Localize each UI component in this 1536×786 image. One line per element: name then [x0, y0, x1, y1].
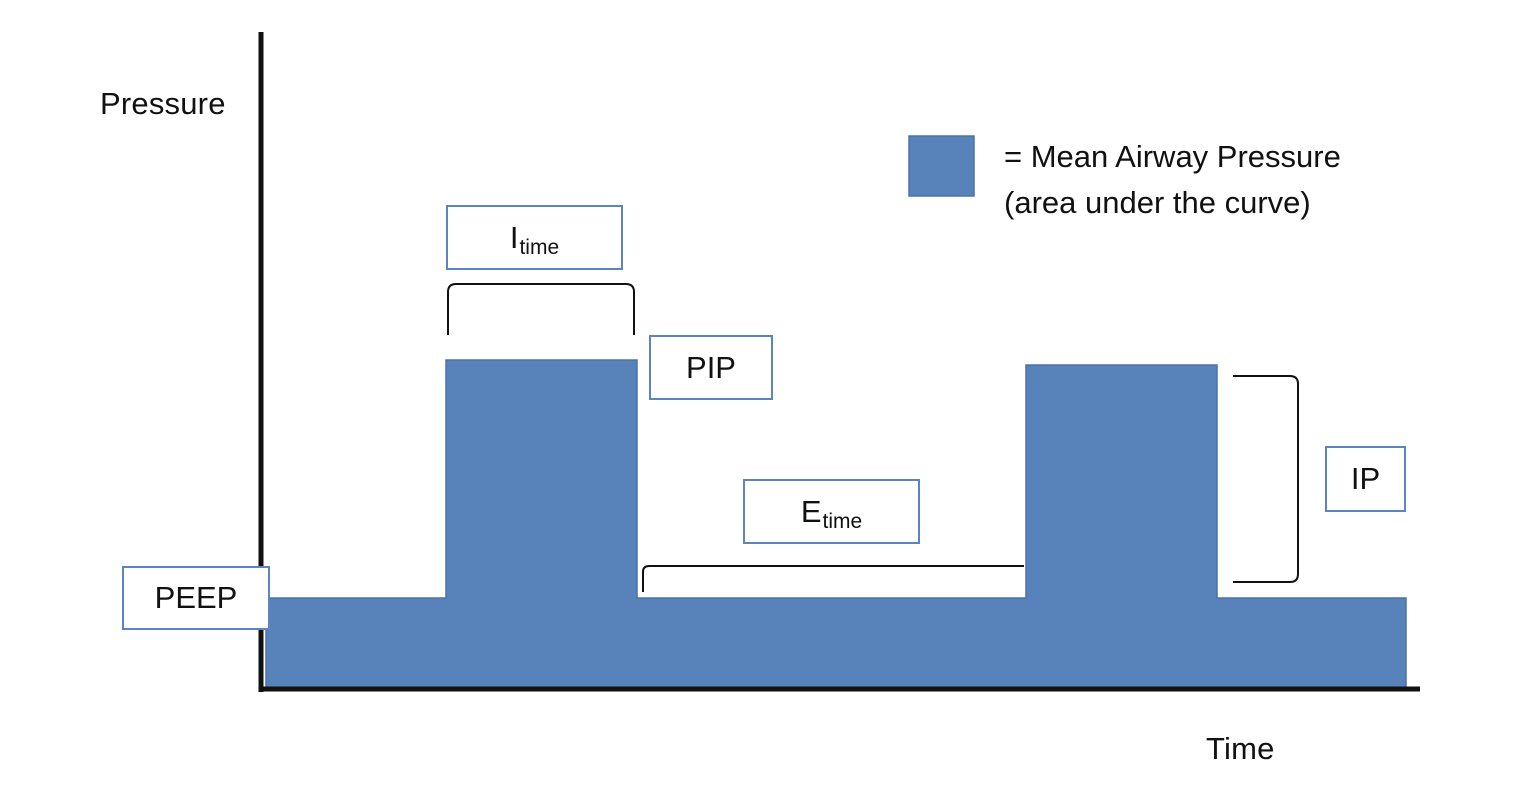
legend-line-1: = Mean Airway Pressure: [1004, 139, 1341, 174]
x-axis-label: Time: [1206, 731, 1275, 766]
pip-label: PIP: [649, 335, 773, 400]
etime-sub: time: [822, 509, 863, 533]
ip-label: IP: [1325, 446, 1406, 512]
legend-text: = Mean Airway Pressure (area under the c…: [1004, 134, 1341, 226]
legend-swatch: [908, 135, 975, 197]
itime-bracket: [447, 283, 635, 335]
itime-main: I: [509, 219, 519, 255]
y-axis-label: Pressure: [100, 86, 226, 121]
itime-sub: time: [519, 235, 560, 259]
etime-main: E: [800, 493, 822, 529]
ip-bracket: [1233, 375, 1299, 583]
peep-label: PEEP: [122, 566, 270, 630]
etime-bracket: [642, 565, 1024, 592]
legend-line-2: (area under the curve): [1004, 185, 1311, 220]
